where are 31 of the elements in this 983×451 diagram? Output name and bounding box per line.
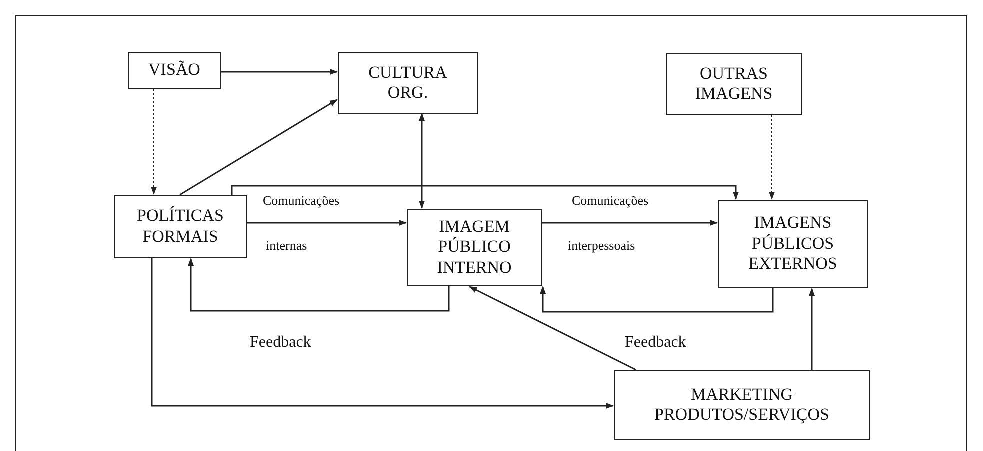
arrow xyxy=(419,113,425,209)
box-label: MARKETING PRODUTOS/SERVIÇOS xyxy=(654,384,830,426)
process-box xyxy=(407,209,542,286)
process-box xyxy=(114,195,247,258)
arrow xyxy=(542,220,718,226)
connector-note: Comunicações xyxy=(263,193,340,209)
arrow xyxy=(247,220,407,226)
arrow xyxy=(231,185,739,200)
connector-note: interpessoais xyxy=(568,238,636,254)
arrow xyxy=(809,288,815,370)
process-box xyxy=(338,52,478,114)
arrow xyxy=(180,99,338,196)
arrow xyxy=(540,286,774,313)
box-label: VISÃO xyxy=(148,60,200,81)
box-label: POLÍTICAS FORMAIS xyxy=(136,206,225,247)
arrow xyxy=(769,114,775,200)
box-label: IMAGENS PÚBLICOS EXTERNOS xyxy=(748,213,838,275)
connector-note: Comunicações xyxy=(572,193,649,209)
connector-note: internas xyxy=(266,238,308,254)
process-box xyxy=(666,53,802,115)
process-box xyxy=(718,200,868,288)
box-label: OUTRAS IMAGENS xyxy=(694,64,774,104)
process-box xyxy=(614,370,870,440)
arrow xyxy=(151,258,614,409)
arrow xyxy=(469,286,636,371)
arrow xyxy=(188,258,450,312)
arrow xyxy=(221,69,338,75)
arrow xyxy=(151,88,157,195)
box-label: CULTURA ORG. xyxy=(368,62,448,104)
process-box xyxy=(128,52,221,89)
box-label: IMAGEM PÚBLICO INTERNO xyxy=(436,216,513,278)
